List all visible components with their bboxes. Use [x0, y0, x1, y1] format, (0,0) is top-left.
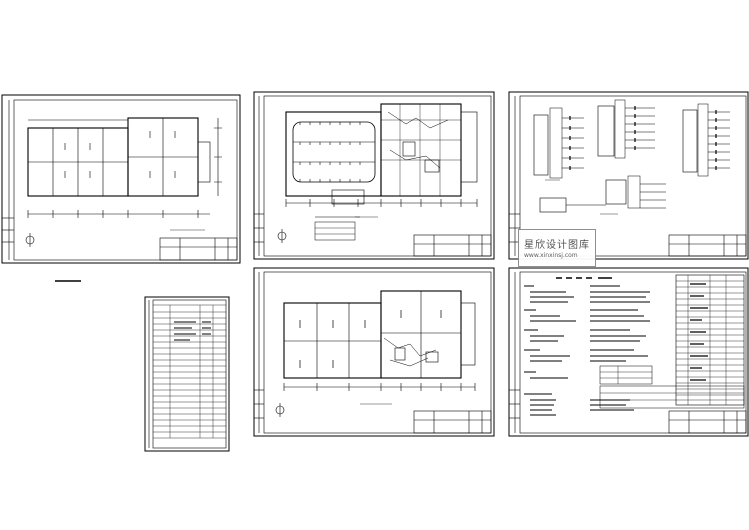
sheet-first-floor-lighting[interactable]	[253, 91, 495, 260]
watermark-title: 星欣设计图库	[524, 240, 590, 251]
sheet-ground-floor-plan[interactable]	[1, 94, 241, 264]
sheet-design-notes[interactable]	[508, 267, 749, 437]
sheet-distribution-diagram[interactable]	[508, 91, 749, 260]
watermark-label: 星欣设计图库 www.xinxinsj.com	[518, 229, 596, 267]
sheet-drawing-index[interactable]	[144, 296, 230, 452]
sheet-second-floor-plan[interactable]	[253, 267, 495, 437]
watermark-url: www.xinxinsj.com	[524, 252, 578, 259]
